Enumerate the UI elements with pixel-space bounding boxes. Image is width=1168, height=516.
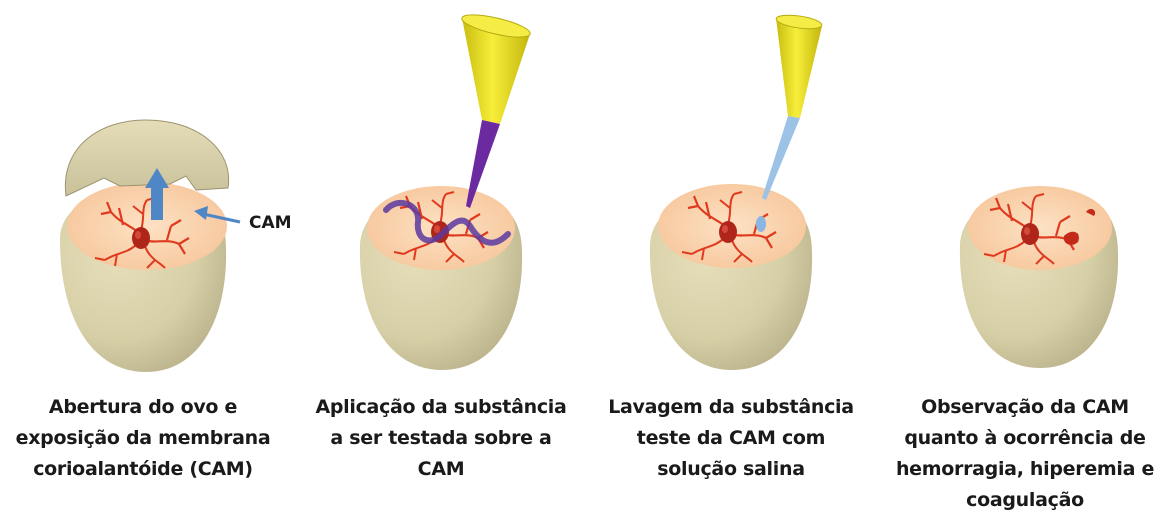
caption-line: Aplicação da substância	[306, 392, 576, 423]
caption-line: quanto à ocorrência de	[890, 423, 1160, 454]
egg-step-1	[60, 120, 240, 372]
egg-cap	[65, 120, 228, 196]
caption-line: solução salina	[596, 454, 866, 485]
pipette-icon	[762, 13, 823, 200]
pipette-icon	[460, 10, 532, 208]
membrane	[67, 182, 227, 270]
caption-line: Observação da CAM	[890, 392, 1160, 423]
step-1-caption: Abertura do ovo e exposição da membrana …	[8, 392, 278, 485]
caption-line: a ser testada sobre a	[306, 423, 576, 454]
step-4-caption: Observação da CAM quanto à ocorrência de…	[890, 392, 1160, 516]
egg-step-3	[650, 13, 823, 370]
caption-line: exposição da membrana	[8, 423, 278, 454]
egg-step-2	[360, 10, 532, 370]
caption-line: Lavagem da substância	[596, 392, 866, 423]
caption-line: teste da CAM com	[596, 423, 866, 454]
step-3-caption: Lavagem da substância teste da CAM com s…	[596, 392, 866, 485]
caption-line: hemorragia, hiperemia e	[890, 454, 1160, 485]
step-2-caption: Aplicação da substância a ser testada so…	[306, 392, 576, 485]
saline-drop	[756, 216, 766, 232]
caption-line: CAM	[306, 454, 576, 485]
caption-line: corioalantóide (CAM)	[8, 454, 278, 485]
membrane	[968, 186, 1112, 270]
caption-line: Abertura do ovo e	[8, 392, 278, 423]
cam-label: CAM	[249, 213, 292, 233]
egg-step-4	[960, 186, 1118, 368]
caption-line: coagulação	[890, 485, 1160, 516]
